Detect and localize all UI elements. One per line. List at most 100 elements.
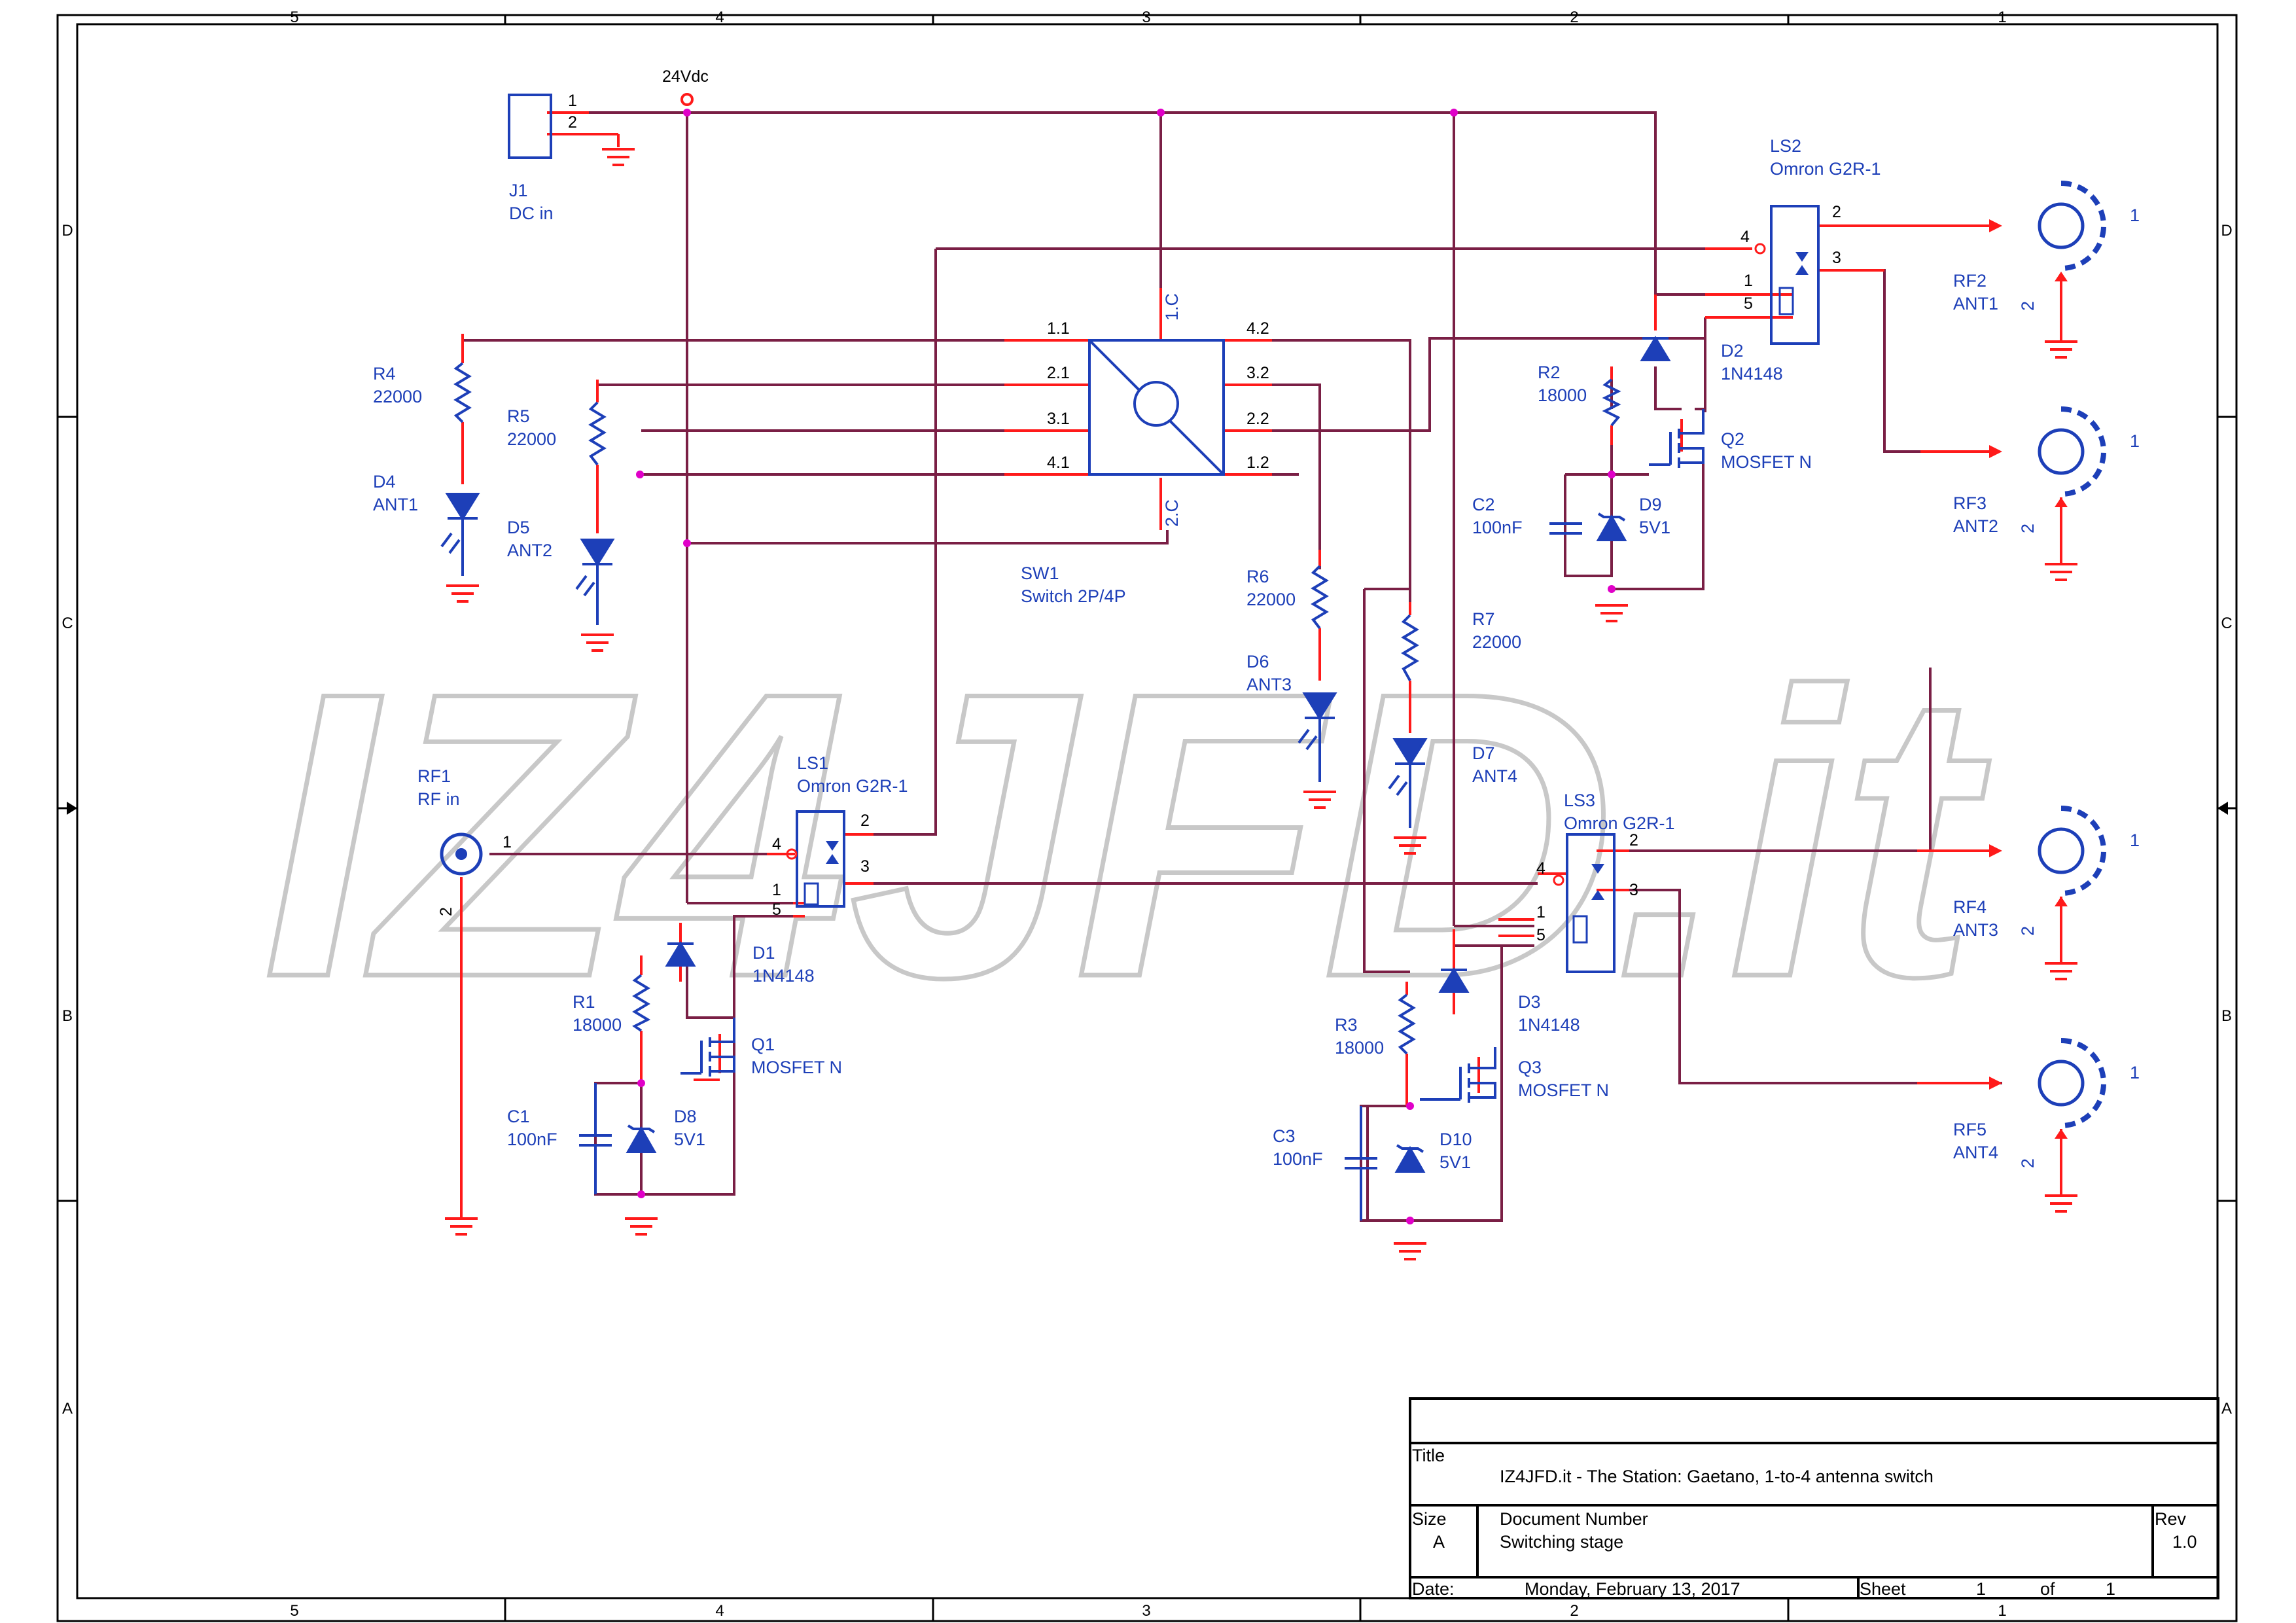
d10-zener-icon bbox=[1394, 1144, 1426, 1173]
rf4-pin-2: 2 bbox=[2018, 926, 2038, 936]
sw1-pin-4-1: 4.1 bbox=[1047, 454, 1070, 472]
ground-rf4-icon bbox=[2045, 962, 2077, 980]
ls1-pin-2: 2 bbox=[860, 812, 870, 830]
c1-ref: C1 bbox=[507, 1107, 530, 1126]
rf5-connector-icon bbox=[1989, 1038, 2106, 1139]
connector-j1: 1 2 J1 DC in bbox=[508, 92, 577, 223]
rev-label: Rev bbox=[2155, 1509, 2187, 1529]
zone-col-3-bottom: 3 bbox=[1142, 1602, 1150, 1620]
wires bbox=[461, 111, 2002, 1222]
r2-ref: R2 bbox=[1538, 363, 1561, 382]
d3-diode-icon bbox=[1438, 967, 1470, 993]
d4-value: ANT1 bbox=[373, 495, 418, 514]
ls1-pin-5: 5 bbox=[772, 901, 781, 919]
rf3-value: ANT2 bbox=[1953, 516, 1998, 536]
q1-mosfet-icon bbox=[680, 1018, 735, 1077]
mosfet-labels: Q1 MOSFET N Q2 MOSFET N Q3 MOSFET N bbox=[751, 429, 1812, 1100]
sw1-pin-2-2: 2.2 bbox=[1246, 410, 1269, 428]
r7-value: 22000 bbox=[1472, 632, 1521, 652]
rf4-connector-icon bbox=[1989, 806, 2106, 906]
ls1-pin-3: 3 bbox=[860, 857, 870, 876]
d8-value: 5V1 bbox=[674, 1130, 705, 1149]
title-value: IZ4JFD.it - The Station: Gaetano, 1-to-4… bbox=[1500, 1467, 1934, 1486]
r1-icon bbox=[632, 974, 651, 1032]
ls2-pin-4: 4 bbox=[1740, 228, 1750, 246]
d7-value: ANT4 bbox=[1472, 766, 1517, 786]
j1-pin-1: 1 bbox=[568, 92, 577, 110]
switch-knob-icon bbox=[1133, 381, 1179, 427]
d9-ref: D9 bbox=[1639, 495, 1662, 514]
ls1-pin-1: 1 bbox=[772, 881, 781, 899]
j1-ref: J1 bbox=[509, 181, 528, 200]
ls3-pin-1: 1 bbox=[1536, 903, 1545, 921]
ls3-coil-icon bbox=[1572, 915, 1588, 944]
d5-ref: D5 bbox=[507, 518, 530, 537]
switch-sw1: 1.1 2.1 3.1 4.1 4.2 3.2 2.2 1.2 1.C 2.C … bbox=[1021, 293, 1269, 606]
r1-value: 18000 bbox=[573, 1015, 622, 1035]
watermark: IZ4JFD.it bbox=[262, 609, 1992, 1061]
ground-c1-icon bbox=[625, 1217, 658, 1236]
sw1-pin-3-2: 3.2 bbox=[1246, 364, 1269, 382]
ground-symbols bbox=[445, 148, 2077, 1260]
d4-ref: D4 bbox=[373, 472, 396, 491]
ls3-pin-4: 4 bbox=[1536, 859, 1545, 878]
j1-value: DC in bbox=[509, 204, 554, 223]
rf5-pin-1: 1 bbox=[2130, 1063, 2140, 1082]
ls2-pin-5: 5 bbox=[1744, 294, 1753, 313]
resistor-labels: R4 22000 R5 22000 R6 22000 R7 22000 R2 1… bbox=[373, 363, 1587, 1058]
sw1-pin-1-2: 1.2 bbox=[1246, 454, 1269, 472]
rf-labels: RF1 RF in 1 2 RF2 ANT1 1 2 RF3 ANT2 1 2 … bbox=[417, 205, 2140, 1168]
ground-rf5-icon bbox=[2045, 1194, 2077, 1213]
d9-value: 5V1 bbox=[1639, 518, 1670, 537]
led-labels: D4 ANT1 D5 ANT2 D6 ANT3 D7 ANT4 bbox=[373, 472, 1517, 786]
r1-ref: R1 bbox=[573, 992, 595, 1012]
of-label: of bbox=[2040, 1579, 2055, 1599]
r7-ref: R7 bbox=[1472, 609, 1495, 629]
signal-diodes bbox=[665, 336, 1671, 993]
r6-ref: R6 bbox=[1246, 567, 1269, 586]
r3-icon bbox=[1398, 993, 1416, 1055]
docnum-label: Document Number bbox=[1500, 1509, 1648, 1529]
ground-rf3-icon bbox=[2045, 563, 2077, 581]
sw1-ref: SW1 bbox=[1021, 563, 1059, 583]
r6-icon bbox=[1311, 565, 1329, 630]
rf2-value: ANT1 bbox=[1953, 294, 1998, 313]
ls2-pin-1: 1 bbox=[1744, 272, 1753, 290]
rf5-value: ANT4 bbox=[1953, 1143, 1998, 1162]
zone-col-3-top: 3 bbox=[1142, 9, 1150, 26]
d4-led-icon bbox=[440, 493, 480, 576]
ground-d5-icon bbox=[581, 633, 614, 652]
zone-row-c-left: C bbox=[62, 615, 73, 632]
ls3-pin-2: 2 bbox=[1629, 831, 1638, 849]
sw1-value: Switch 2P/4P bbox=[1021, 586, 1126, 606]
sw1-pin-3-1: 3.1 bbox=[1047, 410, 1070, 428]
sheet-value: 1 bbox=[1976, 1579, 1986, 1599]
c3-value: 100nF bbox=[1273, 1149, 1323, 1169]
zone-row-b-right: B bbox=[2221, 1007, 2232, 1025]
d10-value: 5V1 bbox=[1439, 1152, 1471, 1172]
relay-ls1: 2 4 3 1 5 LS1 Omron G2R-1 bbox=[772, 753, 908, 919]
rf1-value: RF in bbox=[417, 789, 460, 809]
r7-icon bbox=[1401, 614, 1419, 681]
title-label: Title bbox=[1412, 1446, 1445, 1465]
ls2-value: Omron G2R-1 bbox=[1770, 159, 1881, 179]
r2-icon bbox=[1602, 378, 1621, 427]
zeners-and-caps bbox=[579, 512, 1627, 1221]
docnum-value: Switching stage bbox=[1500, 1532, 1623, 1552]
c3-capacitor-icon bbox=[1345, 1106, 1377, 1221]
rf2-pin-2: 2 bbox=[2018, 301, 2038, 311]
junction-dots bbox=[636, 109, 1616, 1224]
q3-ref: Q3 bbox=[1518, 1058, 1542, 1077]
d1-value: 1N4148 bbox=[752, 966, 815, 986]
rf4-value: ANT3 bbox=[1953, 920, 1998, 940]
ground-j1-icon bbox=[602, 148, 635, 166]
rf2-ref: RF2 bbox=[1953, 271, 1987, 291]
q3-mosfet-icon bbox=[1420, 1047, 1496, 1103]
ls2-coil-icon bbox=[1778, 287, 1794, 315]
ls2-pin-2: 2 bbox=[1832, 203, 1841, 221]
r2-value: 18000 bbox=[1538, 385, 1587, 405]
resistors bbox=[453, 362, 1621, 1055]
rf1-ref: RF1 bbox=[417, 766, 451, 786]
q3-value: MOSFET N bbox=[1518, 1080, 1609, 1100]
zone-col-4-bottom: 4 bbox=[715, 1602, 724, 1620]
